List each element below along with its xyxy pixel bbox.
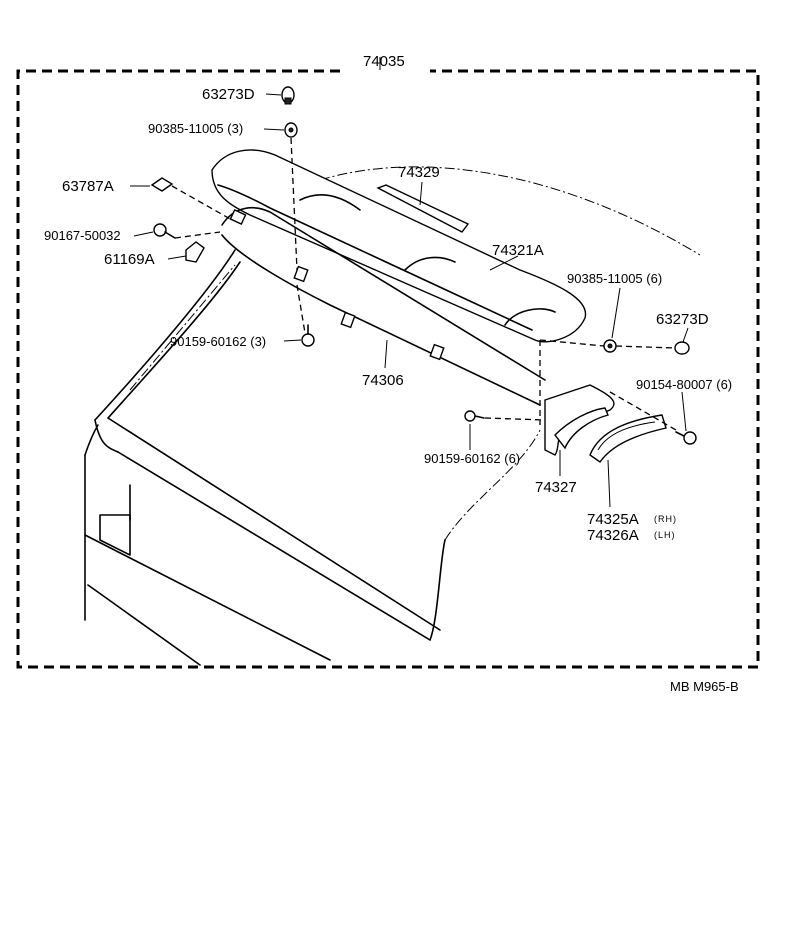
label-74326a: 74326A <box>587 527 639 544</box>
label-63273d-right: 63273D <box>656 311 709 328</box>
labels: 74035 63273D 90385-11005 (3) 63787A 9016… <box>44 53 739 694</box>
label-63273d-top: 63273D <box>202 86 255 103</box>
label-74325a: 74325A <box>587 511 639 528</box>
retainer-strip-74306 <box>221 206 546 406</box>
cushion-61169a-icon <box>185 241 205 263</box>
nut-90385-right-icon <box>603 339 617 353</box>
bolt-90159-right-icon <box>464 410 485 422</box>
label-74329: 74329 <box>398 164 440 181</box>
cover-74325a <box>589 414 667 463</box>
label-90159-left: 90159-60162 (3) <box>170 334 266 349</box>
label-74326a-side: (LH) <box>654 530 676 540</box>
vehicle-rear-body <box>84 166 701 666</box>
label-90385-left: 90385-11005 (3) <box>148 121 243 136</box>
bolt-90159-left-icon <box>301 324 315 347</box>
label-74035: 74035 <box>363 53 405 70</box>
nut-90385-left-icon <box>284 122 298 138</box>
label-90159-right: 90159-60162 (6) <box>424 451 520 466</box>
label-74327: 74327 <box>535 479 577 496</box>
stop-lamp-74329 <box>376 184 470 233</box>
footer-code: MB M965-B <box>670 679 739 694</box>
assembly-frame <box>16 57 760 669</box>
stay-74327 <box>544 384 615 456</box>
label-74306: 74306 <box>362 372 404 389</box>
label-90167: 90167-50032 <box>44 228 121 243</box>
label-61169a: 61169A <box>104 251 155 268</box>
fasteners <box>150 86 697 445</box>
label-63787a: 63787A <box>62 178 114 195</box>
spoiler-74321a <box>211 149 587 343</box>
clip-63273d-right-icon <box>674 341 690 355</box>
label-90154: 90154-80007 (6) <box>636 377 732 392</box>
assembly-paths <box>171 137 677 431</box>
pad-63787a-icon <box>150 177 174 192</box>
label-74325a-side: (RH) <box>654 514 677 524</box>
leader-lines <box>130 93 689 508</box>
label-74321a: 74321A <box>492 242 544 259</box>
clip-63273d-top-icon <box>281 86 295 105</box>
screw-90167-icon <box>153 223 176 239</box>
label-90385-right: 90385-11005 (6) <box>567 271 662 286</box>
screw-90154-icon <box>675 431 697 445</box>
